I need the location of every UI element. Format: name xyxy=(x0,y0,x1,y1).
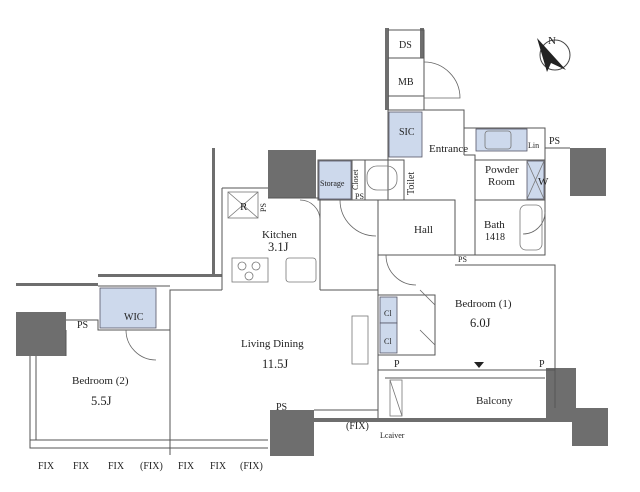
label-ds: DS xyxy=(399,40,412,51)
label-sic: SIC xyxy=(399,127,415,138)
door-swings xyxy=(125,61,546,361)
label-kitchen-size: 3.1J xyxy=(268,240,289,254)
label-toilet: Toilet xyxy=(406,172,417,195)
label-kitchen: Kitchen xyxy=(262,229,297,241)
label-bedroom2-size: 5.5J xyxy=(91,394,112,408)
label-ps-living: PS xyxy=(276,402,287,413)
label-living: Living Dining xyxy=(241,338,304,350)
label-fix-balcony: (FIX) xyxy=(346,421,369,432)
label-ps-toilet: PS xyxy=(355,192,364,201)
label-hall: Hall xyxy=(414,224,433,236)
interior-walls xyxy=(29,29,570,455)
label-lin: Lin xyxy=(528,141,539,150)
label-wic: WIC xyxy=(124,312,144,323)
label-compass-n: N xyxy=(548,35,556,47)
label-fix: FIX xyxy=(178,461,195,472)
label-bath-size: 1418 xyxy=(485,232,505,243)
compass-icon xyxy=(537,38,571,72)
label-fix: FIX xyxy=(108,461,125,472)
label-powder-room: Room xyxy=(488,176,515,188)
fixtures xyxy=(227,130,545,417)
label-living-size: 11.5J xyxy=(262,357,288,371)
label-bedroom1-size: 6.0J xyxy=(470,316,491,330)
label-ps-top: PS xyxy=(549,136,560,147)
label-fix: FIX xyxy=(38,461,55,472)
label-fix: (FIX) xyxy=(140,461,163,472)
label-r: R xyxy=(240,201,248,213)
label-fix: (FIX) xyxy=(240,461,263,472)
label-ps-bed2: PS xyxy=(77,320,88,331)
label-bath: Bath xyxy=(484,219,505,231)
label-p1: P xyxy=(394,359,400,370)
label-mb: MB xyxy=(398,77,414,88)
exterior-walls xyxy=(16,28,608,456)
label-lcaiver: Lcaiver xyxy=(380,431,405,440)
label-cl1: Cl xyxy=(384,309,392,318)
label-cl2: Cl xyxy=(384,337,392,346)
label-balcony: Balcony xyxy=(476,395,513,407)
label-fix: FIX xyxy=(73,461,90,472)
label-bedroom1: Bedroom (1) xyxy=(455,298,512,310)
label-storage: Storage xyxy=(320,179,345,188)
label-ps-kitchen: PS xyxy=(259,203,268,212)
label-entrance: Entrance xyxy=(429,143,468,155)
label-p2: P xyxy=(539,359,545,370)
label-bedroom2: Bedroom (2) xyxy=(72,375,129,387)
label-w: W xyxy=(538,176,549,188)
label-closet: Closet xyxy=(351,169,360,190)
label-powder: Powder xyxy=(485,164,519,176)
label-ps-bath: PS xyxy=(458,255,467,264)
label-fix: FIX xyxy=(210,461,227,472)
